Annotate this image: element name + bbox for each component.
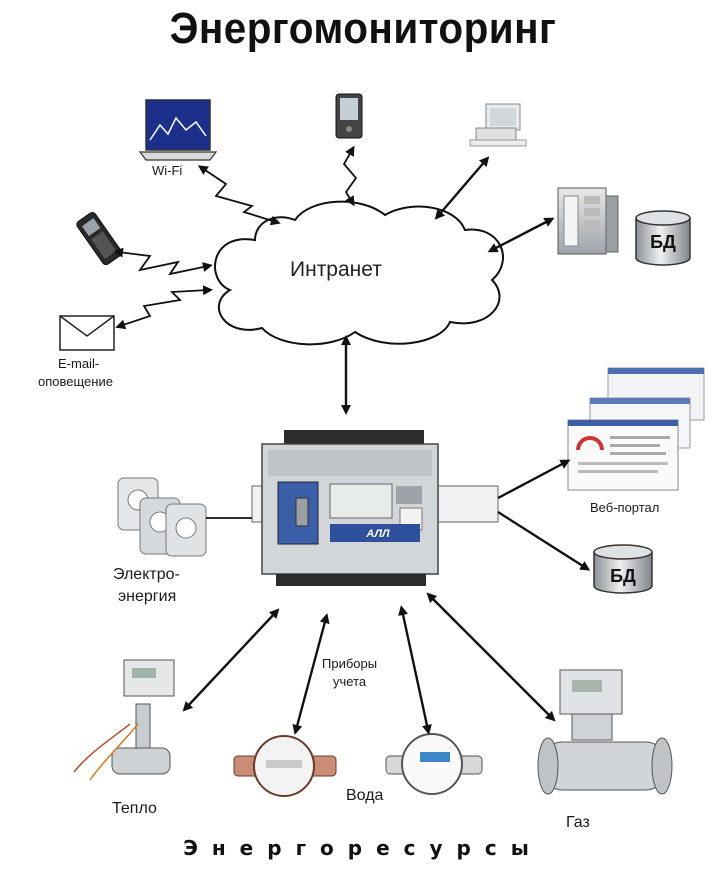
electro-label-line1: Электро-: [113, 566, 180, 583]
gas-label: Газ: [566, 814, 590, 831]
desktop-pc-icon: [469, 103, 527, 147]
controller-brand-label: АЛЛ: [365, 528, 390, 540]
database-top-label: БД: [650, 232, 676, 252]
web-portal-label: Веб-портал: [590, 500, 660, 515]
meters-caption-line2: учета: [333, 674, 367, 689]
wifi-label: Wi-Fi: [152, 163, 183, 178]
database-top-icon: [635, 210, 691, 266]
wireless-links: [113, 145, 358, 330]
pda-icon: [335, 93, 363, 139]
current-transformers-icon: [117, 477, 207, 557]
connector-arrows: [182, 156, 591, 735]
page-title: Энергомониторинг: [169, 4, 557, 53]
server-icon: [557, 187, 619, 255]
water-meter-right-icon: [385, 733, 483, 795]
mobile-phone-icon: [76, 212, 123, 266]
water-meter-left-icon: [233, 735, 337, 797]
intranet-label: Интранет: [290, 258, 382, 281]
wifi-laptop-icon: [138, 99, 218, 161]
email-label-line1: E-mail-: [58, 356, 100, 371]
email-envelope-icon: [59, 315, 115, 351]
controller-device-icon: [261, 430, 439, 586]
intranet-cloud: [214, 200, 504, 346]
web-portal-screens-icon: [567, 367, 705, 491]
email-label-line2: оповещение: [38, 374, 113, 389]
water-label: Вода: [346, 787, 384, 804]
heat-label: Тепло: [112, 800, 157, 817]
database-bottom-icon: [593, 544, 653, 594]
gas-meter-icon: [537, 669, 673, 795]
database-bottom-label: БД: [610, 566, 636, 586]
meters-caption-line1: Приборы: [322, 656, 378, 671]
heat-meter-icon: [73, 659, 175, 781]
footer-title: Энергоресурсы: [183, 836, 543, 860]
electro-label-line2: энергия: [118, 588, 177, 605]
